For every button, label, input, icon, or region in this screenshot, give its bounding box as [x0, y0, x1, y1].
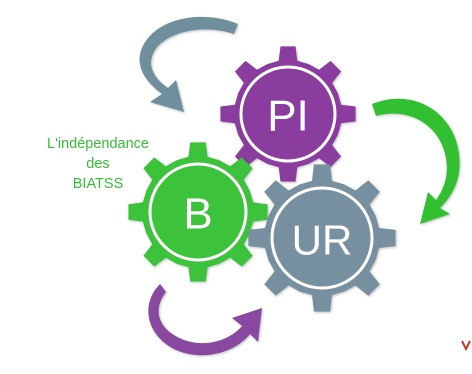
gear-pi-ring — [239, 65, 337, 163]
side-label-line-3: BIATSS — [72, 176, 124, 192]
arrow-right — [372, 98, 460, 224]
gear-pi: PI — [220, 46, 356, 182]
corner-mark — [461, 340, 471, 352]
gear-ur: UR — [248, 164, 396, 312]
gear-b-label: B — [183, 190, 212, 239]
gear-ur-label: UR — [292, 217, 353, 264]
side-label: L'indépendance des BIATSS — [28, 134, 168, 194]
gear-ur-ring — [270, 186, 374, 290]
gear-pi-label: PI — [267, 92, 309, 141]
gear-b: B — [128, 142, 268, 282]
arrow-top-left — [139, 16, 238, 113]
side-label-line-1: L'indépendance — [47, 136, 149, 152]
arrow-bottom — [148, 284, 262, 356]
curved-arrow-icon — [148, 284, 262, 356]
gear-ur-body — [248, 164, 396, 312]
curved-arrow-icon — [139, 16, 238, 113]
curved-arrow-icon — [372, 98, 460, 224]
side-label-line-2: des — [86, 156, 110, 172]
gear-b-ring — [148, 162, 248, 262]
